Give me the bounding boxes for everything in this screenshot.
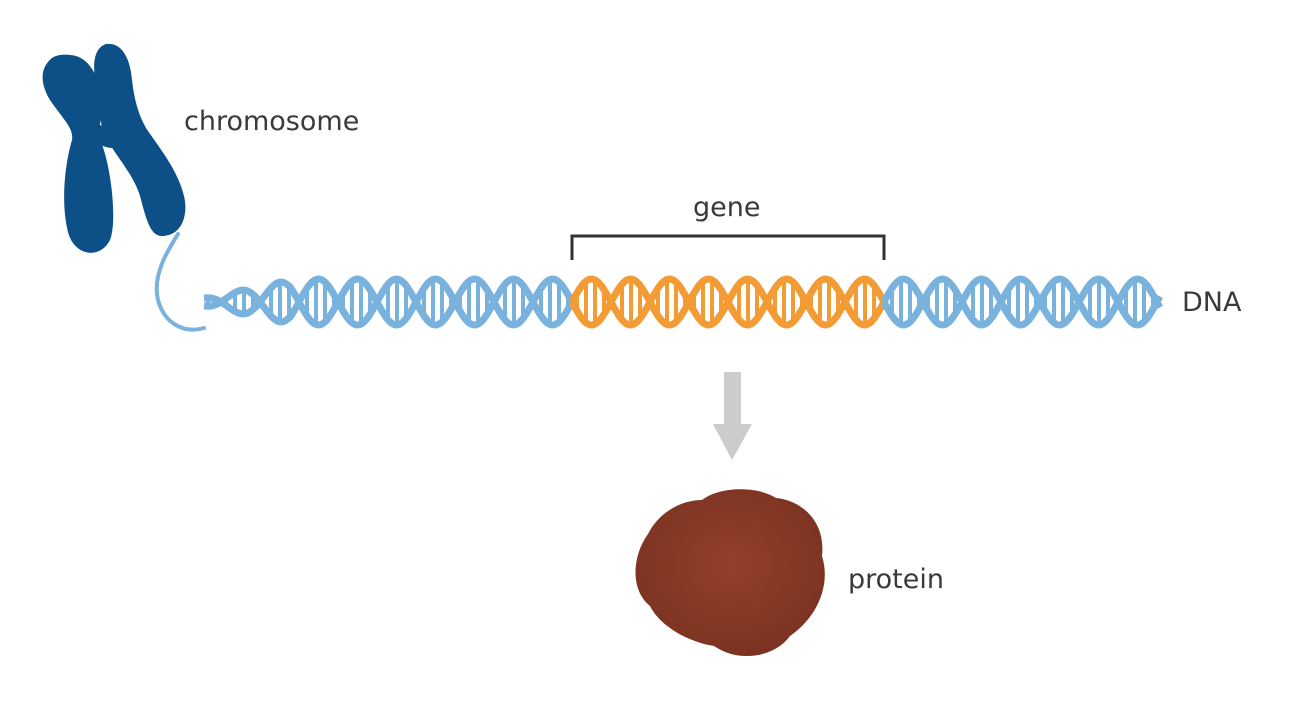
dna-tail-strand <box>154 232 206 332</box>
gene-strand-b <box>568 275 888 329</box>
dna-strand-a-right <box>880 275 1164 329</box>
chromosome-centromere <box>92 118 124 149</box>
protein-icon <box>635 489 825 657</box>
down-arrow-icon <box>713 372 752 460</box>
chromosome-label: chromosome <box>184 106 360 137</box>
dna-label: DNA <box>1182 287 1242 318</box>
protein-label: protein <box>848 564 944 595</box>
chromosome-icon <box>42 43 186 253</box>
dna-strand-a <box>203 275 576 329</box>
arrow-shaft <box>724 372 741 426</box>
dna-strand-b-right <box>880 275 1164 329</box>
arrow-head <box>713 424 752 460</box>
gene-bracket <box>570 234 886 260</box>
dna-double-helix <box>154 232 1164 332</box>
gene-label: gene <box>693 192 761 223</box>
chromosome-arm-left <box>42 54 114 253</box>
dna-strand-b <box>203 275 576 329</box>
chromosome-arm-right <box>94 43 186 237</box>
